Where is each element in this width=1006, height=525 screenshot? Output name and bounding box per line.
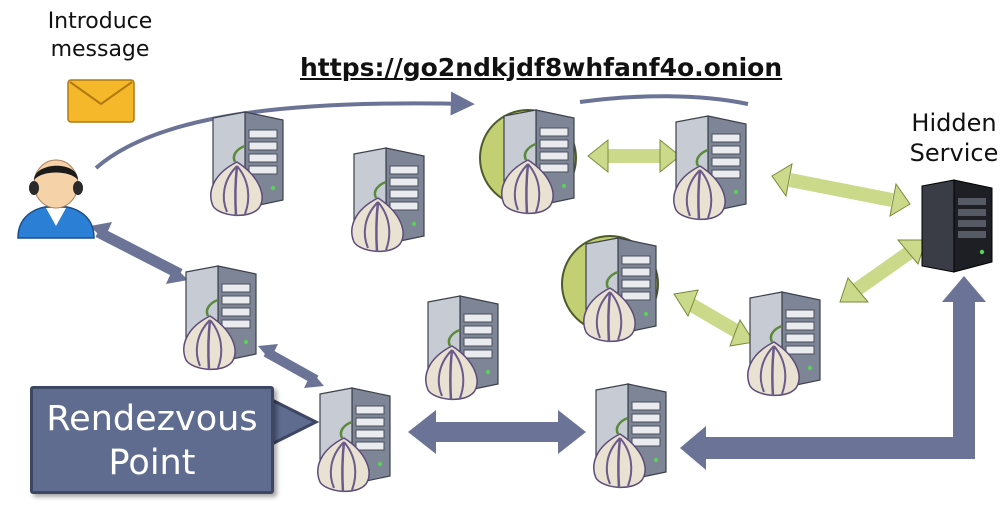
url-underline-curve bbox=[579, 94, 749, 106]
user-icon bbox=[17, 159, 95, 239]
tor-relay-server-icon bbox=[672, 114, 748, 222]
callout-pointer bbox=[270, 397, 320, 447]
arrow-green-middle bbox=[673, 289, 755, 347]
tor-relay-server-icon bbox=[209, 110, 285, 218]
arrow-green-to-hidden bbox=[771, 162, 911, 218]
introduce-line2: message bbox=[50, 36, 150, 62]
tor-relay-server-icon bbox=[316, 386, 392, 494]
onion-url-label: https://go2ndkjdf8whfanf4o.onion bbox=[300, 53, 783, 82]
hidden-line1: Hidden bbox=[911, 109, 997, 137]
hidden-line2: Service bbox=[909, 139, 999, 167]
tor-relay-server-icon bbox=[424, 294, 500, 402]
arrow-hidden-service-to-relay bbox=[680, 276, 986, 470]
rendezvous-line2: Point bbox=[108, 443, 196, 483]
tor-relay-server-icon bbox=[582, 236, 658, 344]
arrow-rendezvous-relay bbox=[408, 410, 586, 454]
introduce-message-label: Introduce message bbox=[40, 8, 160, 63]
tor-relay-server-icon bbox=[350, 146, 426, 254]
tor-relay-server-icon bbox=[746, 290, 822, 398]
arrow-relay-rendezvous bbox=[258, 344, 324, 388]
hidden-service-label: Hidden Service bbox=[898, 108, 1006, 168]
introduce-line1: Introduce bbox=[47, 9, 153, 34]
tor-relay-server-icon bbox=[592, 382, 668, 490]
envelope-icon bbox=[67, 79, 135, 123]
black-server-icon bbox=[921, 179, 993, 273]
tor-relay-server-icon bbox=[182, 264, 258, 372]
arrow-green-lower-hidden bbox=[839, 239, 927, 303]
arrow-green-top bbox=[587, 138, 681, 174]
rendezvous-point-callout: Rendezvous Point bbox=[30, 386, 274, 494]
rendezvous-line1: Rendezvous bbox=[46, 399, 258, 439]
tor-relay-server-icon bbox=[500, 108, 576, 216]
arrow-user-relay bbox=[90, 222, 188, 284]
